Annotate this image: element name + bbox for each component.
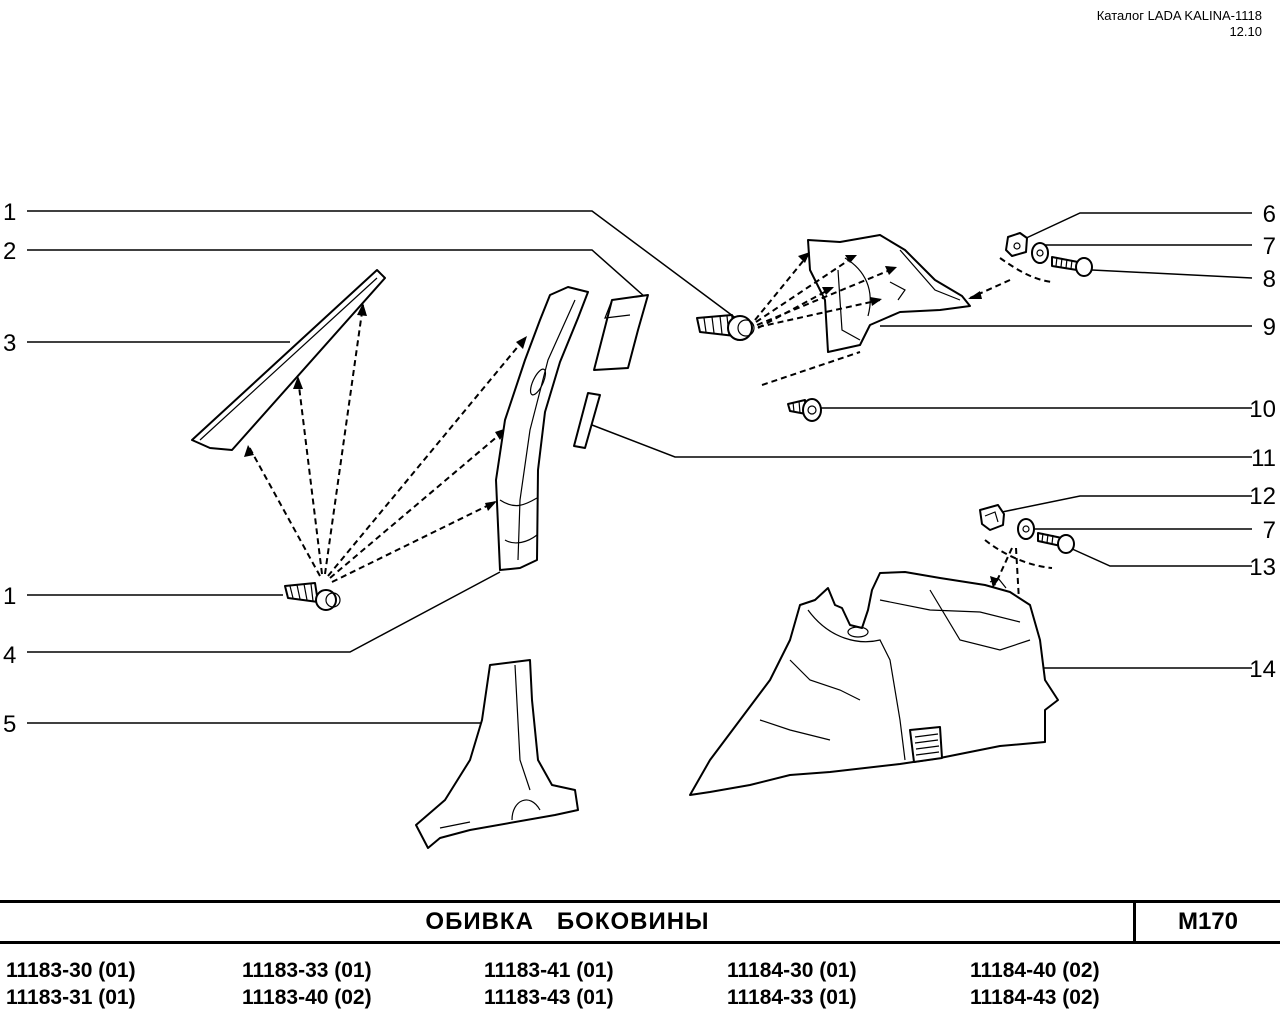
leader-lines bbox=[27, 210, 1253, 724]
washer-lower bbox=[1017, 518, 1035, 540]
catalog-date: 12.10 bbox=[1229, 24, 1262, 39]
title-separator bbox=[1133, 903, 1136, 941]
parts-diagram: 1 2 3 1 4 5 6 7 8 9 10 11 12 7 13 14 bbox=[3, 199, 1276, 849]
callout-7-bottom: 7 bbox=[1263, 517, 1276, 544]
model-code: 11183-40 (02) bbox=[242, 986, 372, 1009]
assembly-arrows-left bbox=[244, 303, 527, 583]
callout-10: 10 bbox=[1249, 396, 1276, 423]
nut-clip-lower bbox=[979, 504, 1005, 531]
model-code: 11183-41 (01) bbox=[484, 959, 614, 982]
model-code: 11184-40 (02) bbox=[970, 959, 1100, 982]
model-code: 11183-30 (01) bbox=[6, 959, 136, 982]
assembly-arrows-upper bbox=[754, 252, 1053, 386]
screw-10 bbox=[787, 398, 822, 422]
callout-11: 11 bbox=[1251, 445, 1276, 472]
callout-3: 3 bbox=[3, 330, 16, 357]
model-code: 11183-43 (01) bbox=[484, 986, 614, 1009]
luggage-side-trim bbox=[689, 571, 1059, 796]
model-code: 11184-33 (01) bbox=[727, 986, 857, 1009]
model-code: 11184-30 (01) bbox=[727, 959, 857, 982]
callout-2: 2 bbox=[3, 238, 16, 265]
small-pillar-trim bbox=[593, 294, 649, 371]
title-bar: ОБИВКА БОКОВИНЫ М170 bbox=[0, 900, 1280, 944]
trim-clip-upper bbox=[696, 314, 755, 341]
page-code: М170 bbox=[1177, 908, 1239, 935]
washer-upper bbox=[1031, 242, 1049, 264]
callout-8: 8 bbox=[1263, 266, 1276, 293]
pillar-trim-long bbox=[495, 286, 589, 571]
catalog-title: Каталог LADA KALINA-1118 bbox=[1096, 8, 1262, 23]
callout-5: 5 bbox=[3, 711, 16, 738]
vent-grille bbox=[909, 726, 943, 763]
callout-4: 4 bbox=[3, 642, 16, 669]
a-pillar-upper-trim bbox=[191, 269, 386, 451]
model-code: 11184-43 (02) bbox=[970, 986, 1100, 1009]
callout-6: 6 bbox=[1263, 201, 1276, 228]
upper-fasteners bbox=[1005, 232, 1093, 277]
callout-14: 14 bbox=[1249, 656, 1276, 683]
callout-12: 12 bbox=[1249, 483, 1276, 510]
model-code: 11183-31 (01) bbox=[6, 986, 136, 1009]
trim-strip bbox=[573, 392, 601, 449]
nut-clip-upper bbox=[1005, 232, 1028, 257]
model-code: 11183-33 (01) bbox=[242, 959, 372, 982]
trim-clip-left bbox=[284, 582, 341, 611]
callout-9: 9 bbox=[1263, 314, 1276, 341]
callout-13: 13 bbox=[1249, 554, 1276, 581]
callout-7-top: 7 bbox=[1263, 233, 1276, 260]
callout-1-top: 1 bbox=[3, 199, 16, 226]
callout-1-bottom: 1 bbox=[3, 583, 16, 610]
b-pillar-lower-trim bbox=[415, 659, 579, 849]
section-title: ОБИВКА БОКОВИНЫ bbox=[425, 908, 710, 935]
